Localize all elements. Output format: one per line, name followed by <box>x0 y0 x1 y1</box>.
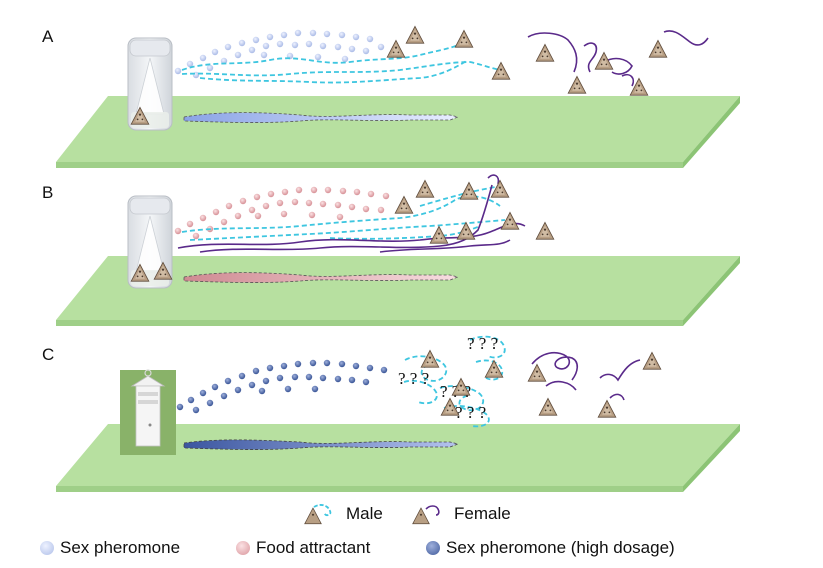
platform-c <box>56 424 740 492</box>
platform-a <box>56 96 740 168</box>
pheromone-plume-a <box>174 29 399 79</box>
moth-icon <box>412 505 440 525</box>
legend-dot <box>236 541 250 555</box>
food-arrow-b <box>183 272 460 283</box>
legend-male-label: Male <box>346 504 383 523</box>
moth-icon <box>394 195 414 214</box>
moth-icon <box>594 52 614 70</box>
box-trap-c <box>120 369 176 455</box>
pheromone-arrow-a <box>183 112 460 123</box>
moth-icon <box>567 76 587 94</box>
legend-female: Female <box>408 501 511 527</box>
legend-dot <box>40 541 54 555</box>
question-marks: ? ? ? <box>467 334 498 353</box>
trap-a <box>127 37 173 131</box>
trap-icon <box>127 37 173 131</box>
moth-icon <box>386 40 406 58</box>
moth-icon <box>597 399 617 418</box>
legend-food-attractant: Food attractant <box>236 538 370 558</box>
moth-icon <box>527 363 547 382</box>
box-trap-icon <box>130 369 166 447</box>
moth-icon <box>420 349 440 368</box>
moth-icon <box>484 359 504 378</box>
legend-sex-pheromone: Sex pheromone <box>40 538 180 558</box>
moth-icon <box>642 351 662 370</box>
question-marks-c: ? ? ? ? ? ? ? ? ? ? ? ? <box>398 334 498 422</box>
panel-a: A <box>42 25 740 168</box>
legend-sex-pheromone-high: Sex pheromone (high dosage) <box>426 538 675 558</box>
moth-icon <box>490 179 510 198</box>
legend-food-attractant-label: Food attractant <box>256 538 371 557</box>
panel-label-a: A <box>42 27 54 46</box>
question-marks: ? ? ? <box>455 403 486 422</box>
female-paths-b <box>177 174 526 253</box>
moth-icon <box>535 221 555 240</box>
high-dose-arrow-c <box>183 439 460 450</box>
trap-b <box>127 195 173 289</box>
moth-icon <box>491 62 511 80</box>
legend-male: Male <box>300 501 383 527</box>
panel-c: C <box>42 334 740 492</box>
legend-sex-pheromone-high-label: Sex pheromone (high dosage) <box>446 538 675 557</box>
high-dose-plume-c <box>176 359 388 414</box>
moth-icon <box>456 221 476 240</box>
question-marks: ? ? ? <box>398 369 429 388</box>
moth-icon <box>648 40 668 58</box>
legend-sex-pheromone-label: Sex pheromone <box>60 538 181 557</box>
panel-label-c: C <box>42 345 54 364</box>
moth-icon <box>415 179 435 198</box>
male-paths-a <box>181 41 501 84</box>
moth-icon <box>454 29 474 48</box>
moth-icon <box>304 504 332 525</box>
food-plume-b <box>174 186 390 240</box>
legend-dot <box>426 541 440 555</box>
female-paths-a <box>527 30 709 87</box>
female-paths-c <box>531 351 641 401</box>
legend-female-label: Female <box>454 504 511 523</box>
platform-b <box>56 256 740 326</box>
moth-icon <box>405 25 425 44</box>
moth-icon <box>535 44 555 62</box>
panel-b: B <box>42 174 740 326</box>
moth-icon <box>538 397 558 416</box>
panel-label-b: B <box>42 183 53 202</box>
